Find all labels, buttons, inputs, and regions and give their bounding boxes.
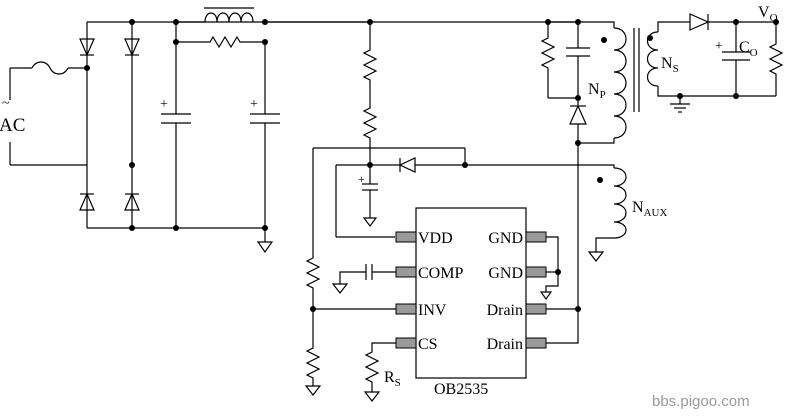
np-label: NP <box>588 81 606 101</box>
input-fuse <box>31 61 87 75</box>
pin-label-comp: COMP <box>418 265 463 282</box>
junction-dot <box>129 225 135 231</box>
filter-inductor <box>176 7 254 23</box>
gnd-line <box>545 272 559 292</box>
primary-dot-marker <box>601 37 607 43</box>
plus-sign: + <box>160 97 168 112</box>
naux-label: NAUX <box>632 199 667 219</box>
pin-label-gnd-2: GND <box>488 265 523 282</box>
inv-divider-resistor-top <box>305 257 321 309</box>
pin-comp <box>395 266 417 278</box>
snubber-diode <box>569 98 587 143</box>
gnd-tie-line <box>546 236 559 273</box>
bridge-diode-2 <box>124 38 140 57</box>
snubber-resistor <box>540 22 556 98</box>
bridge-diode-4 <box>124 192 140 211</box>
vo-label: VO <box>758 4 778 24</box>
secondary-dot-marker <box>647 35 653 41</box>
pin-label-drain-2: Drain <box>487 336 523 353</box>
snubber-capacitor <box>548 21 590 98</box>
co-label: CO <box>739 39 758 59</box>
comp-capacitor <box>331 264 396 294</box>
bridge-rectifier <box>79 21 370 229</box>
pin-drain-2 <box>525 337 547 349</box>
ground-symbol <box>256 241 274 254</box>
junction-dot <box>129 19 135 25</box>
filter-resistor <box>176 35 265 49</box>
inv-divider-resistor-bottom <box>304 309 322 396</box>
filter-capacitor-2 <box>250 42 280 242</box>
pin-gnd-2 <box>525 266 547 278</box>
aux-winding <box>587 164 627 262</box>
pin-label-gnd-1: GND <box>488 230 523 247</box>
vdd-capacitor <box>362 165 378 227</box>
plus-sign: + <box>358 172 365 186</box>
drain-line <box>546 309 579 344</box>
watermark-text: bbs.pigoo.com <box>652 393 750 410</box>
ac-label: AC <box>0 115 25 136</box>
junction-dot <box>262 225 268 231</box>
sense-resistor <box>363 342 396 402</box>
junction-dot <box>129 162 135 168</box>
bridge-diode-1 <box>79 38 95 57</box>
load-resistor <box>768 22 784 96</box>
output-capacitor <box>722 22 750 96</box>
junction-dot <box>173 39 179 45</box>
bridge-diode-3 <box>79 192 95 211</box>
ic-part-number: OB2535 <box>434 381 488 398</box>
pin-gnd-1 <box>525 231 547 243</box>
ac-tilde-symbol: ~ <box>2 96 10 111</box>
junction-dot <box>173 19 179 25</box>
pin-drain-1 <box>525 303 547 315</box>
ground-symbol <box>539 291 553 301</box>
junction-dot <box>173 225 179 231</box>
pin-label-cs: CS <box>418 336 438 353</box>
startup-resistor-2 <box>362 100 378 165</box>
aux-dot-marker <box>597 177 603 183</box>
output-diode <box>680 13 776 31</box>
junction-dot <box>84 65 90 71</box>
ac-source <box>9 67 87 166</box>
vdd-diode <box>370 157 465 173</box>
pin-inv <box>395 303 417 315</box>
pin-label-vdd: VDD <box>418 230 453 247</box>
filter-capacitor-1 <box>161 22 191 228</box>
startup-resistor-1 <box>362 22 378 100</box>
ground-symbol <box>670 96 690 113</box>
pin-vdd <box>395 231 417 243</box>
primary-winding <box>578 21 627 144</box>
pin-label-drain-1: Drain <box>487 302 523 319</box>
plus-sign: + <box>715 39 723 54</box>
plus-sign: + <box>250 97 258 112</box>
rs-label: RS <box>384 369 401 389</box>
ic-body <box>415 207 527 379</box>
junction-dot <box>262 39 268 45</box>
pin-cs <box>395 337 417 349</box>
ns-label: NS <box>661 55 679 75</box>
junction-dot <box>733 93 739 99</box>
pin-label-inv: INV <box>418 302 447 319</box>
